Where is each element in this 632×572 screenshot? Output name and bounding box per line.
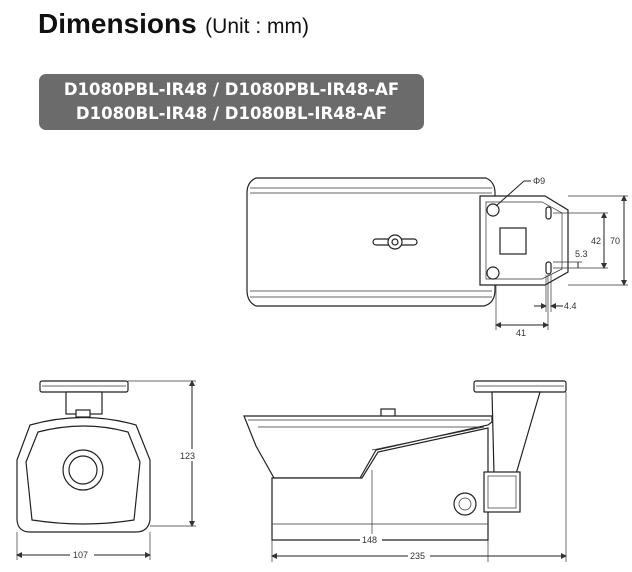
model-badge: D1080PBL-IR48 / D1080PBL-IR48-AF D1080BL… <box>39 74 424 130</box>
dim-hole-diameter: Φ9 <box>533 176 545 186</box>
dim-height-outer: 70 <box>610 236 620 246</box>
side-view-mount-arm <box>491 391 541 475</box>
dim-side-total-length: 235 <box>410 551 425 561</box>
top-view-hole-lower <box>486 266 500 280</box>
top-view-slot-lower <box>545 261 552 275</box>
top-view-slot-upper <box>545 206 552 220</box>
dim-slot-offset: 5.3 <box>575 249 588 259</box>
front-view-mount-plate <box>39 380 129 393</box>
dim-height-inner: 42 <box>591 236 601 246</box>
dim-depth: 41 <box>516 328 526 338</box>
front-view-lens-inner <box>68 455 98 485</box>
title-main: Dimensions <box>38 8 197 39</box>
top-view-screw-icon <box>372 234 418 250</box>
hole-leader-line <box>495 180 525 207</box>
page-title: Dimensions (Unit : mm) <box>38 8 309 40</box>
top-view-drawing <box>246 177 628 330</box>
dim-front-width: 107 <box>73 550 88 560</box>
model-line-2: D1080BL-IR48 / D1080BL-IR48-AF <box>75 104 388 123</box>
top-view-housing <box>246 177 496 307</box>
front-view-drawing <box>16 380 196 560</box>
side-view-joint <box>483 471 521 513</box>
side-view-knob <box>453 492 477 516</box>
dim-front-height: 123 <box>180 451 195 461</box>
top-view-bracket-center <box>499 227 527 255</box>
front-view-screw <box>75 409 91 418</box>
side-view-sunshield <box>243 415 493 479</box>
model-line-1: D1080PBL-IR48 / D1080PBL-IR48-AF <box>63 80 400 99</box>
side-view-mount-plate <box>473 380 567 393</box>
title-unit: (Unit : mm) <box>205 15 309 38</box>
dim-side-body-length: 148 <box>362 535 377 545</box>
top-view-bracket-inner <box>485 201 563 280</box>
top-view-hole-upper <box>486 203 500 217</box>
side-view-drawing <box>243 380 567 562</box>
dim-slot-width: 4.4 <box>564 301 577 311</box>
